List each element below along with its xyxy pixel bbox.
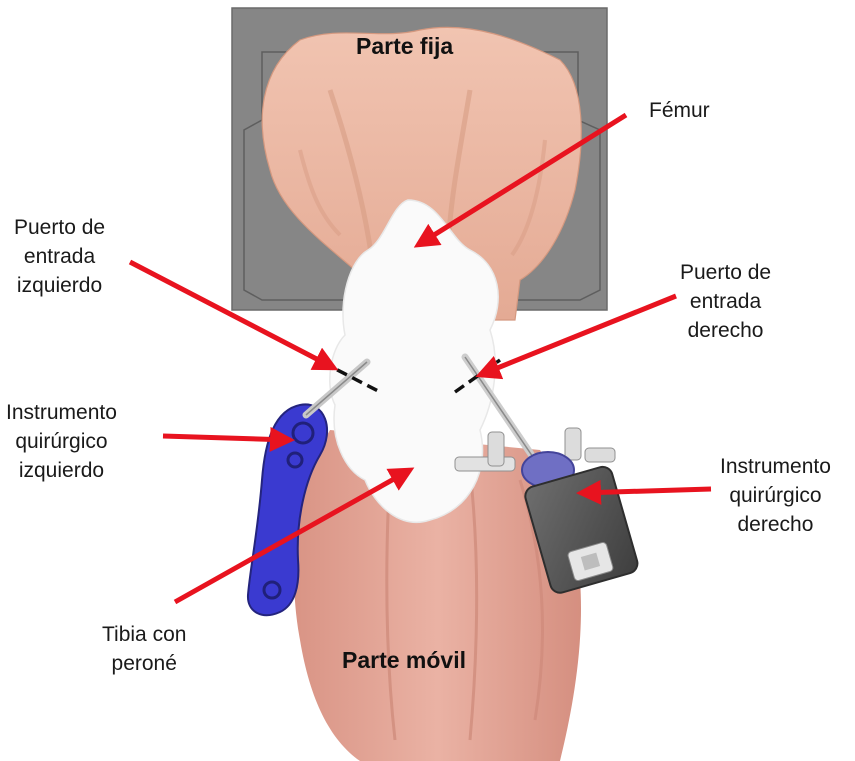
right-instrument-line-1: Instrumento: [720, 452, 831, 481]
left-instrument-line-3: izquierdo: [6, 456, 117, 485]
left-port-line-2: entrada: [14, 242, 105, 271]
left-instrument-line-2: quirúrgico: [6, 427, 117, 456]
left-port-line-3: izquierdo: [14, 271, 105, 300]
right-port-line-2: entrada: [680, 287, 771, 316]
left-instrument-label: Instrumento quirúrgico izquierdo: [6, 398, 117, 485]
mobile-part-label: Parte móvil: [342, 646, 466, 675]
right-instrument-line-2: quirúrgico: [720, 481, 831, 510]
tibia-label: Tibia con peroné: [102, 620, 186, 678]
right-port-label: Puerto de entrada derecho: [680, 258, 771, 345]
femur-label: Fémur: [649, 96, 710, 125]
tibia-line-2: peroné: [102, 649, 186, 678]
left-port-line-1: Puerto de: [14, 213, 105, 242]
tibia-line-1: Tibia con: [102, 620, 186, 649]
right-instrument-line-3: derecho: [720, 510, 831, 539]
right-instrument-label: Instrumento quirúrgico derecho: [720, 452, 831, 539]
left-instrument-line-1: Instrumento: [6, 398, 117, 427]
right-port-line-1: Puerto de: [680, 258, 771, 287]
left-port-label: Puerto de entrada izquierdo: [14, 213, 105, 300]
fixed-part-label: Parte fija: [356, 32, 453, 61]
right-port-line-3: derecho: [680, 316, 771, 345]
